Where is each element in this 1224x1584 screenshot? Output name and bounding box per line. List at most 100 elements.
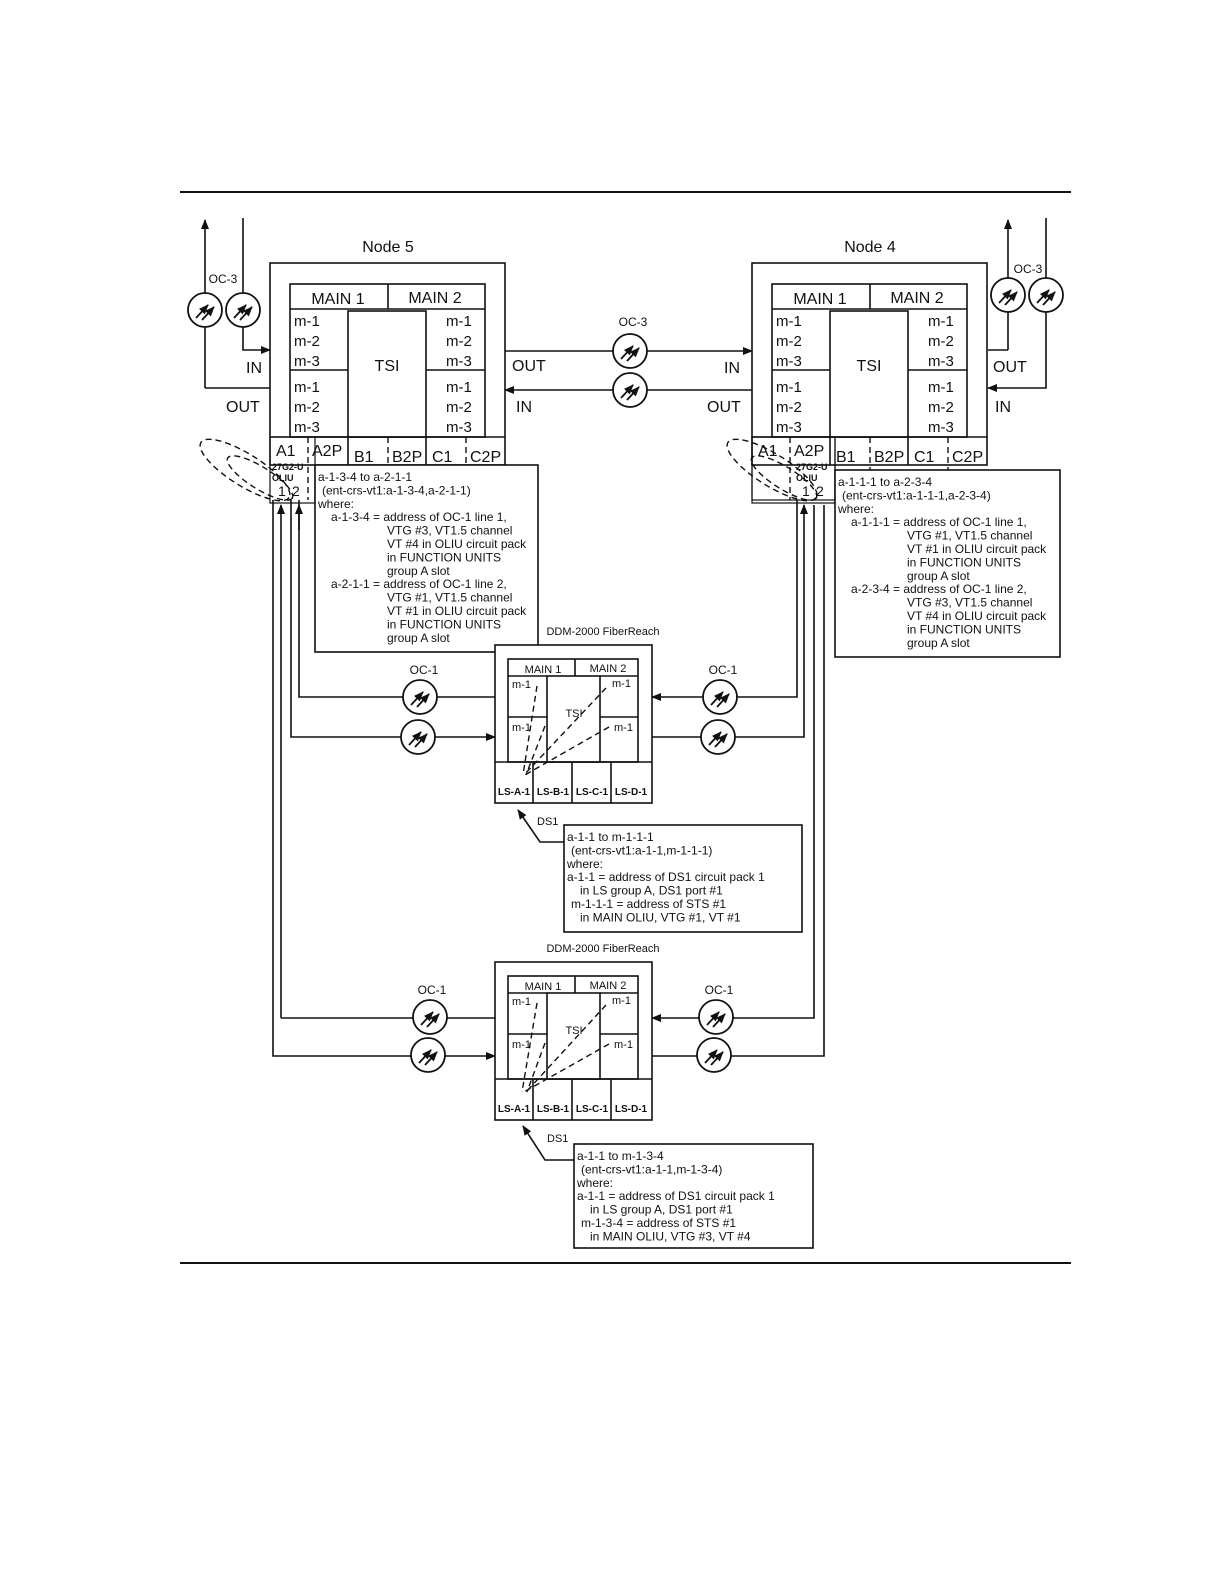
connector-line xyxy=(652,505,824,1056)
tsi-label: TSI xyxy=(857,358,882,375)
main2-label: MAIN 2 xyxy=(590,980,627,992)
out-label: OUT xyxy=(226,399,260,416)
m-port-label: m-1 xyxy=(614,722,633,734)
out-label: OUT xyxy=(993,359,1027,376)
circle xyxy=(697,1038,731,1072)
m-port-label: m-3 xyxy=(776,419,802,436)
m-port-label: m-1 xyxy=(446,313,472,330)
tsi-label: TSI xyxy=(375,358,400,375)
slot-label-c2p: C2P xyxy=(952,449,983,466)
note-line: a-1-1 to m-1-1-1 xyxy=(567,830,654,844)
m-port-label: m-3 xyxy=(446,419,472,436)
ls-slot-label: LS-D-1 xyxy=(615,787,648,798)
tsi-label: TSI xyxy=(565,708,582,720)
main1-label: MAIN 1 xyxy=(525,981,562,993)
note-line: group A slot xyxy=(387,631,450,645)
m-port-label: m-1 xyxy=(776,313,802,330)
m-port-label: m-3 xyxy=(294,419,320,436)
oc1-label: OC-1 xyxy=(705,983,734,997)
oliu-port-1: 1 xyxy=(802,483,810,499)
main1-label: MAIN 1 xyxy=(793,291,846,308)
optical-transceiver-icon xyxy=(413,1000,447,1034)
note-line: VT #1 in OLIU circuit pack xyxy=(907,542,1047,556)
out-label: OUT xyxy=(707,399,741,416)
tsi-label: TSI xyxy=(565,1025,582,1037)
optical-transceiver-icon xyxy=(697,1038,731,1072)
in-label: IN xyxy=(246,360,262,377)
m-port-label: m-1 xyxy=(294,313,320,330)
m-port-label: m-2 xyxy=(446,399,472,416)
optical-transceiver-icon xyxy=(991,278,1025,312)
ddm-title: DDM-2000 FiberReach xyxy=(546,943,659,955)
m-port-label: m-1 xyxy=(612,995,631,1007)
main2-label: MAIN 2 xyxy=(408,290,461,307)
m-port-label: m-3 xyxy=(294,353,320,370)
note-line: VTG #3, VT1.5 channel xyxy=(907,596,1032,610)
slot-label-a1: A1 xyxy=(758,443,778,460)
optical-transceiver-icon xyxy=(188,293,222,327)
connector-line xyxy=(652,505,814,1018)
circle xyxy=(411,1038,445,1072)
slot-label-b2p: B2P xyxy=(392,449,422,466)
note-line: a-1-1 to m-1-3-4 xyxy=(577,1149,664,1163)
note-line: (ent-crs-vt1:a-1-1,m-1-3-4) xyxy=(581,1162,722,1176)
ls-slot-label: LS-C-1 xyxy=(576,1104,609,1115)
in-label: IN xyxy=(995,399,1011,416)
circle xyxy=(226,293,260,327)
oliu-port-1: 1 xyxy=(278,483,286,499)
slot-label-c1: C1 xyxy=(914,449,935,466)
optical-transceiver-icon xyxy=(1029,278,1063,312)
ddm-title: DDM-2000 FiberReach xyxy=(546,626,659,638)
main1-label: MAIN 1 xyxy=(525,664,562,676)
note-line: where: xyxy=(317,497,354,511)
circle xyxy=(401,720,435,754)
note-line: group A slot xyxy=(387,564,450,578)
circle xyxy=(413,1000,447,1034)
oc3-label: OC-3 xyxy=(1014,262,1043,276)
oc3-link-label: OC-3 xyxy=(619,315,648,329)
circle xyxy=(703,680,737,714)
note-line: in FUNCTION UNITS xyxy=(907,622,1021,636)
note-line: in MAIN OLIU, VTG #3, VT #4 xyxy=(590,1229,751,1243)
slot-label-a2p: A2P xyxy=(794,443,824,460)
note-line: a-2-3-4 = address of OC-1 line 2, xyxy=(851,582,1027,596)
note-line: in FUNCTION UNITS xyxy=(387,550,501,564)
note-line: (ent-crs-vt1:a-1-3-4,a-2-1-1) xyxy=(322,483,471,497)
m-port-label: m-3 xyxy=(446,353,472,370)
note-line: a-1-3-4 to a-2-1-1 xyxy=(318,470,412,484)
ls-slot-label: LS-D-1 xyxy=(615,1104,648,1115)
ls-slot-label: LS-C-1 xyxy=(576,787,609,798)
circle xyxy=(188,293,222,327)
note-line: group A slot xyxy=(907,569,970,583)
note-line: VTG #1, VT1.5 channel xyxy=(907,529,1032,543)
slot-label-a2p: A2P xyxy=(312,443,342,460)
circle xyxy=(403,680,437,714)
m-port-label: m-1 xyxy=(614,1039,633,1051)
oc1-label: OC-1 xyxy=(709,663,738,677)
m-port-label: m-1 xyxy=(928,379,954,396)
ls-slot-label: LS-B-1 xyxy=(537,1104,570,1115)
connector-line xyxy=(243,218,270,350)
note-line: in FUNCTION UNITS xyxy=(387,617,501,631)
ds1-label: DS1 xyxy=(547,1133,568,1145)
note-line: VT #4 in OLIU circuit pack xyxy=(387,537,527,551)
note-line: VT #1 in OLIU circuit pack xyxy=(387,604,527,618)
note-line: in LS group A, DS1 port #1 xyxy=(580,884,723,898)
main1-label: MAIN 1 xyxy=(311,291,364,308)
note-line: (ent-crs-vt1:a-1-1,m-1-1-1) xyxy=(571,843,712,857)
oc3-label: OC-3 xyxy=(209,272,238,286)
note-line: a-1-3-4 = address of OC-1 line 1, xyxy=(331,510,507,524)
main2-label: MAIN 2 xyxy=(590,663,627,675)
m-port-label: m-1 xyxy=(446,379,472,396)
node-title: Node 4 xyxy=(844,239,896,256)
note-line: m-1-3-4 = address of STS #1 xyxy=(581,1216,736,1230)
note-line: a-1-1 = address of DS1 circuit pack 1 xyxy=(567,870,765,884)
note-line: where: xyxy=(837,502,874,516)
out-label: OUT xyxy=(512,358,546,375)
m-port-label: m-1 xyxy=(776,379,802,396)
in-label: IN xyxy=(724,360,740,377)
m-port-label: m-2 xyxy=(446,333,472,350)
oliu-code: 27G2-U xyxy=(272,462,304,472)
optical-transceiver-icon xyxy=(613,373,647,407)
